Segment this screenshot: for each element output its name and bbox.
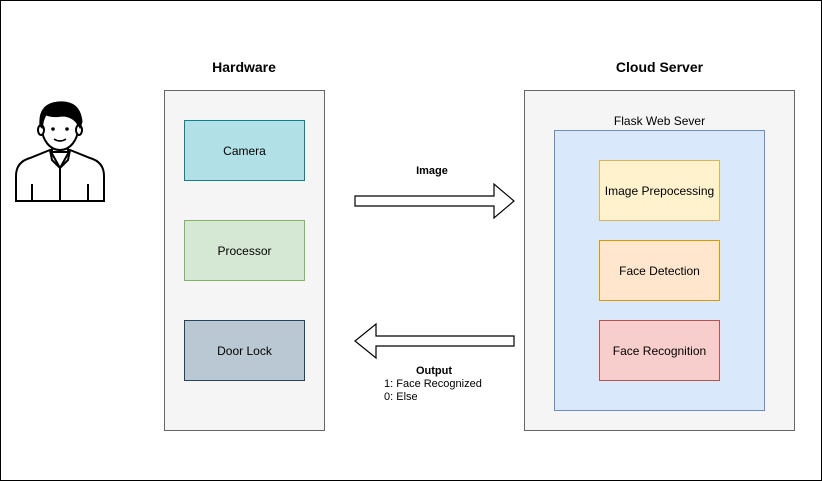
door-lock-box: Door Lock xyxy=(184,320,305,381)
face-detection-box: Face Detection xyxy=(599,240,720,301)
processor-box: Processor xyxy=(184,220,305,281)
image-preprocessing-box: Image Prepocessing xyxy=(599,160,720,221)
user-icon xyxy=(15,101,105,202)
output-label: Output xyxy=(415,365,453,377)
cloud-server-title: Cloud Server xyxy=(615,59,704,75)
output-arrow xyxy=(354,322,515,360)
image-arrow-label: Image xyxy=(416,165,448,177)
face-recognition-box: Face Recognition xyxy=(599,320,720,381)
output-line-1: 1: Face Recognized xyxy=(384,378,482,390)
flask-web-server-label: Flask Web Sever xyxy=(613,114,706,128)
camera-box: Camera xyxy=(184,120,305,181)
image-arrow xyxy=(354,182,515,220)
hardware-title: Hardware xyxy=(212,59,276,75)
output-line-2: 0: Else xyxy=(384,391,418,403)
